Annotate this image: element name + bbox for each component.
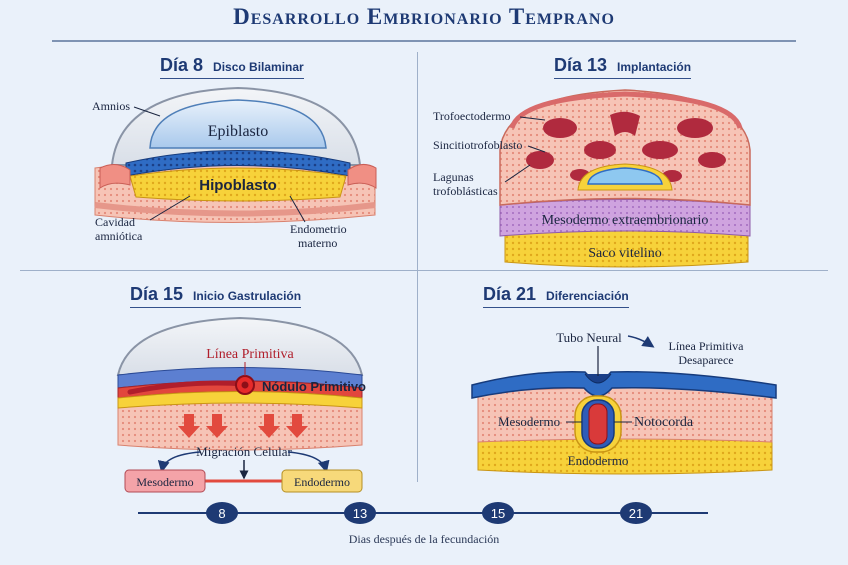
label-lacunae-1: Lagunas <box>433 170 474 184</box>
outer-dome <box>116 316 364 376</box>
label-endoderm: Endodermo <box>568 453 629 468</box>
hypoblast-layer <box>117 391 363 409</box>
branch-right <box>287 451 330 473</box>
page-title: Desarrollo Embrionario Temprano <box>233 4 615 29</box>
panel-day13-illustration: Trofoectodermo Sincitiotrofoblasto Lagun… <box>433 89 751 268</box>
label-lacunae-2: trofoblásticas <box>433 184 498 198</box>
timeline-marker-label: 13 <box>353 506 367 521</box>
endometrium-band <box>94 202 376 217</box>
timeline-marker-label: 15 <box>491 506 505 521</box>
lacuna <box>677 118 713 138</box>
neural-groove <box>584 373 612 384</box>
leader-trophoectoderm <box>519 116 546 121</box>
primitive-node-core <box>241 381 249 389</box>
lacuna <box>584 141 616 159</box>
timeline: 8 13 15 21 <box>138 502 708 524</box>
label-streak-disappears-1: Línea Primitiva <box>669 339 745 353</box>
timeline-caption: Dias después de la fecundación <box>348 532 500 546</box>
label-amniotic-cavity-1: Cavidad <box>95 215 135 229</box>
label-streak-disappears-2: Desaparece <box>678 353 733 367</box>
lacuna <box>543 118 577 138</box>
label-notochord: Notocorda <box>634 415 694 430</box>
panel-day: Día 13 <box>554 55 608 75</box>
title-rule <box>52 40 796 42</box>
panel-subtitle: Inicio Gastrulación <box>193 289 302 303</box>
timeline-marker: 8 <box>206 502 238 524</box>
timeline-marker: 13 <box>344 502 376 524</box>
label-amniotic-cavity-2: amniótica <box>95 229 143 243</box>
endoderm-box <box>281 469 363 493</box>
down-arrow <box>206 414 228 438</box>
mesoderm-box <box>124 469 206 493</box>
down-arrow <box>286 414 308 438</box>
extraembryonic-mesoderm <box>499 199 751 237</box>
amniotic-cavity-small <box>587 167 663 185</box>
label-endometrium-2: materno <box>298 236 337 250</box>
label-primitive-node: Nódulo Primitivo <box>262 379 366 394</box>
lacuna <box>698 152 726 168</box>
panel-day: Día 21 <box>483 284 537 304</box>
label-mesoderm-box: Mesodermo <box>136 475 193 489</box>
label-amnion: Amnios <box>92 99 130 113</box>
ectoderm-layer <box>471 371 777 399</box>
label-yolk-sac: Saco vitelino <box>588 246 662 261</box>
label-mesoderm: Mesodermo <box>498 414 560 429</box>
leader-syncytiotrophoblast <box>527 145 546 153</box>
amniotic-cavity <box>149 99 327 149</box>
label-endoderm-box: Endodermo <box>294 475 350 489</box>
pink-edge-left <box>99 164 131 189</box>
panel-header-day21: Día 21 Diferenciación <box>483 284 629 308</box>
vertical-divider <box>417 52 418 482</box>
panel-subtitle: Implantación <box>617 60 692 74</box>
lacuna <box>610 111 640 136</box>
panel-day: Día 8 <box>160 55 204 75</box>
label-hypoblast: Hipoblasto <box>199 177 277 194</box>
label-extraembryonic-mesoderm: Mesodermo extraembrionario <box>542 213 709 228</box>
trophoectoderm-band <box>509 91 743 129</box>
timeline-marker-label: 8 <box>218 506 225 521</box>
panel-subtitle: Diferenciación <box>546 289 629 303</box>
panel-header-day15: Día 15 Inicio Gastrulación <box>130 284 302 308</box>
lacuna <box>526 151 554 169</box>
leader-endometrium <box>289 195 306 223</box>
panel-header-day13: Día 13 Implantación <box>554 55 692 79</box>
horizontal-divider <box>20 270 828 271</box>
arrow-to-streak <box>627 335 655 348</box>
lacuna <box>642 141 678 159</box>
panel-day8-illustration: Epiblasto Hipoblasto Amnios Cavidad amni… <box>92 86 377 250</box>
label-cell-migration: Migración Celular <box>196 444 292 459</box>
label-trophoectoderm: Trofoectodermo <box>433 109 511 123</box>
leader-lacunae <box>504 164 531 183</box>
label-syncytiotrophoblast: Sincitiotrofoblasto <box>433 138 522 152</box>
leader-amnion <box>133 106 161 117</box>
panel-header-day8: Día 8 Disco Bilaminar <box>160 55 304 79</box>
branch-left <box>157 451 201 473</box>
notochord-core <box>588 403 608 445</box>
panel-day21-illustration: Tubo Neural Línea Primitiva Desaparece M… <box>471 330 777 475</box>
primitive-streak <box>127 380 248 395</box>
panel-day: Día 15 <box>130 284 184 304</box>
label-primitive-streak: Línea Primitiva <box>206 347 294 362</box>
timeline-marker: 21 <box>620 502 652 524</box>
leader-cavity <box>149 195 191 221</box>
pink-edge-right <box>347 164 377 189</box>
down-arrow <box>178 414 200 438</box>
label-epiblast: Epiblasto <box>208 123 268 140</box>
timeline-marker-label: 21 <box>629 506 643 521</box>
label-endometrium-1: Endometrio <box>290 222 347 236</box>
down-arrow <box>258 414 280 438</box>
panel-subtitle: Disco Bilaminar <box>213 60 304 74</box>
panel-day15-illustration: Línea Primitiva Nódulo Primitivo Migraci… <box>116 316 366 493</box>
timeline-marker: 15 <box>482 502 514 524</box>
migration-arrows <box>178 414 308 438</box>
label-neural-tube: Tubo Neural <box>556 330 622 345</box>
hypoblast-layer <box>129 167 347 202</box>
